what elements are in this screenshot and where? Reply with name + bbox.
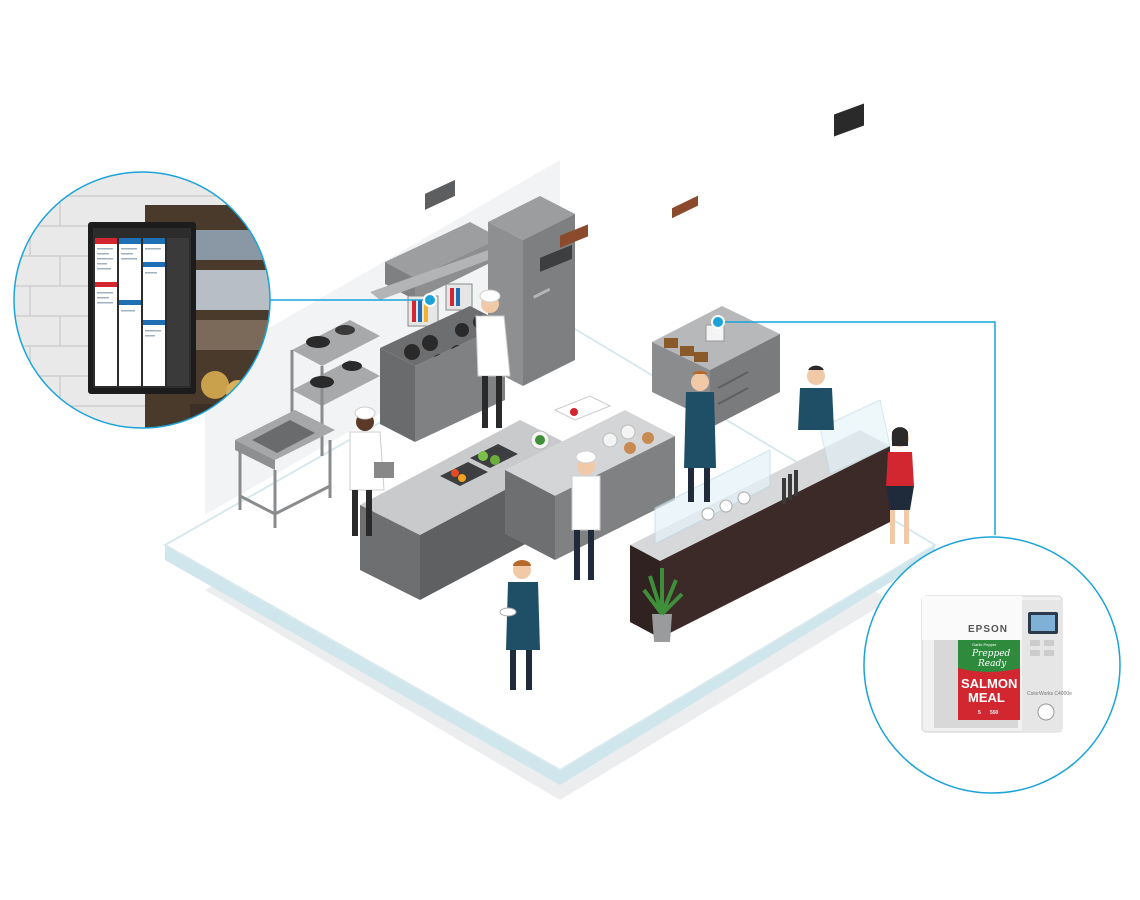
cashier xyxy=(798,365,834,430)
service-counter xyxy=(630,103,891,638)
label-title-line2: MEAL xyxy=(968,690,1005,705)
printer-callout: EPSON ColorWorks C4000e Garlic Pepper Pr… xyxy=(863,536,1121,794)
tablet-callout xyxy=(13,171,271,429)
label-line1: Prepped xyxy=(971,649,1011,659)
potted-plant xyxy=(642,568,684,642)
chef-at-prep-table xyxy=(571,450,601,580)
label-line2: Ready xyxy=(977,659,1007,669)
ticket-rail xyxy=(407,283,473,327)
exhaust-hood xyxy=(370,222,510,300)
customer xyxy=(886,427,914,544)
chef-at-range xyxy=(475,289,511,428)
wall-shelf-with-pans xyxy=(290,320,380,456)
callout-connectors xyxy=(268,293,996,535)
label-tagline: Garlic Pepper xyxy=(972,642,997,647)
printer-model: ColorWorks C4000e xyxy=(1027,691,1072,697)
label-figure-right: 550 xyxy=(990,710,999,716)
printer-brand: EPSON xyxy=(968,624,1008,635)
waiter-with-plates xyxy=(499,560,540,690)
label-figure-left: 5 xyxy=(978,710,981,716)
sink-station xyxy=(235,410,335,528)
chef-with-pot xyxy=(349,406,394,536)
server-at-pass xyxy=(684,370,716,502)
label-title-line1: SALMON xyxy=(961,676,1017,691)
